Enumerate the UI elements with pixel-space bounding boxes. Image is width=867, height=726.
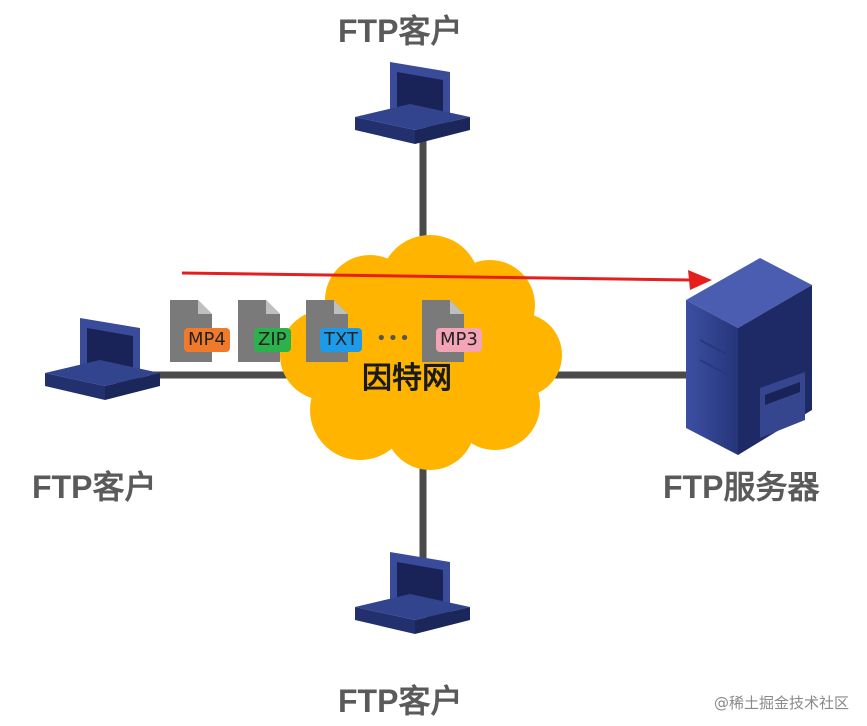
ftp-client-bottom-label: FTP客户 <box>338 683 463 719</box>
file-tag-txt: TXT <box>320 328 363 352</box>
ftp-client-top-label: FTP客户 <box>338 13 463 49</box>
ftp-server <box>686 258 812 455</box>
transfer-arrow <box>181 270 712 290</box>
ftp-client-left-computer <box>45 318 160 400</box>
file-tag-mp3: MP3 <box>436 328 482 352</box>
ftp-server-label: FTP服务器 <box>663 469 820 505</box>
ftp-client-top-computer <box>355 62 470 144</box>
internet-label: 因特网 <box>362 361 452 396</box>
file-tag-zip: ZIP <box>254 328 291 352</box>
ftp-client-left-label: FTP客户 <box>32 469 157 505</box>
ftp-client-bottom-computer <box>355 552 470 634</box>
ellipsis: ••• <box>376 328 411 349</box>
file-tag-mp4: MP4 <box>184 328 230 352</box>
watermark: @稀土掘金技术社区 <box>713 694 849 712</box>
